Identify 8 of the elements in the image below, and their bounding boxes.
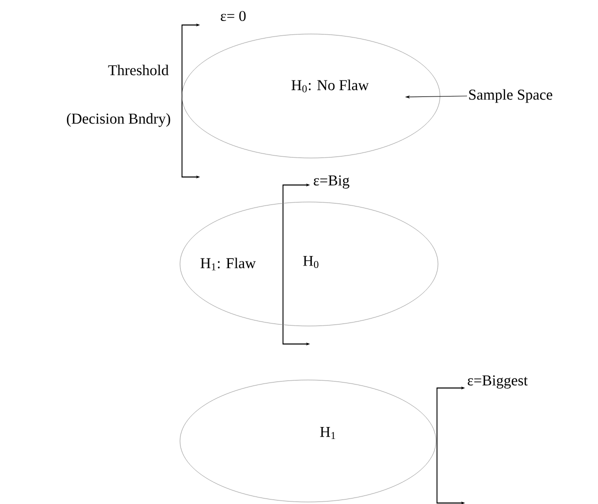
hypothesis-label: H$_{0}$: No Flaw [292,80,369,92]
annotation-text: ε=Biggest [468,375,528,389]
callout-text: Sample Space [469,89,552,103]
hypothesis-label: H$_{1}$: Flaw [200,258,256,270]
hypothesis-label: H$_{1}$ [320,427,336,439]
hypothesis-label: H$_{0}$ [303,256,318,268]
annotation-text: Threshold [108,64,169,76]
annotation-text: ε=Big [314,175,350,189]
